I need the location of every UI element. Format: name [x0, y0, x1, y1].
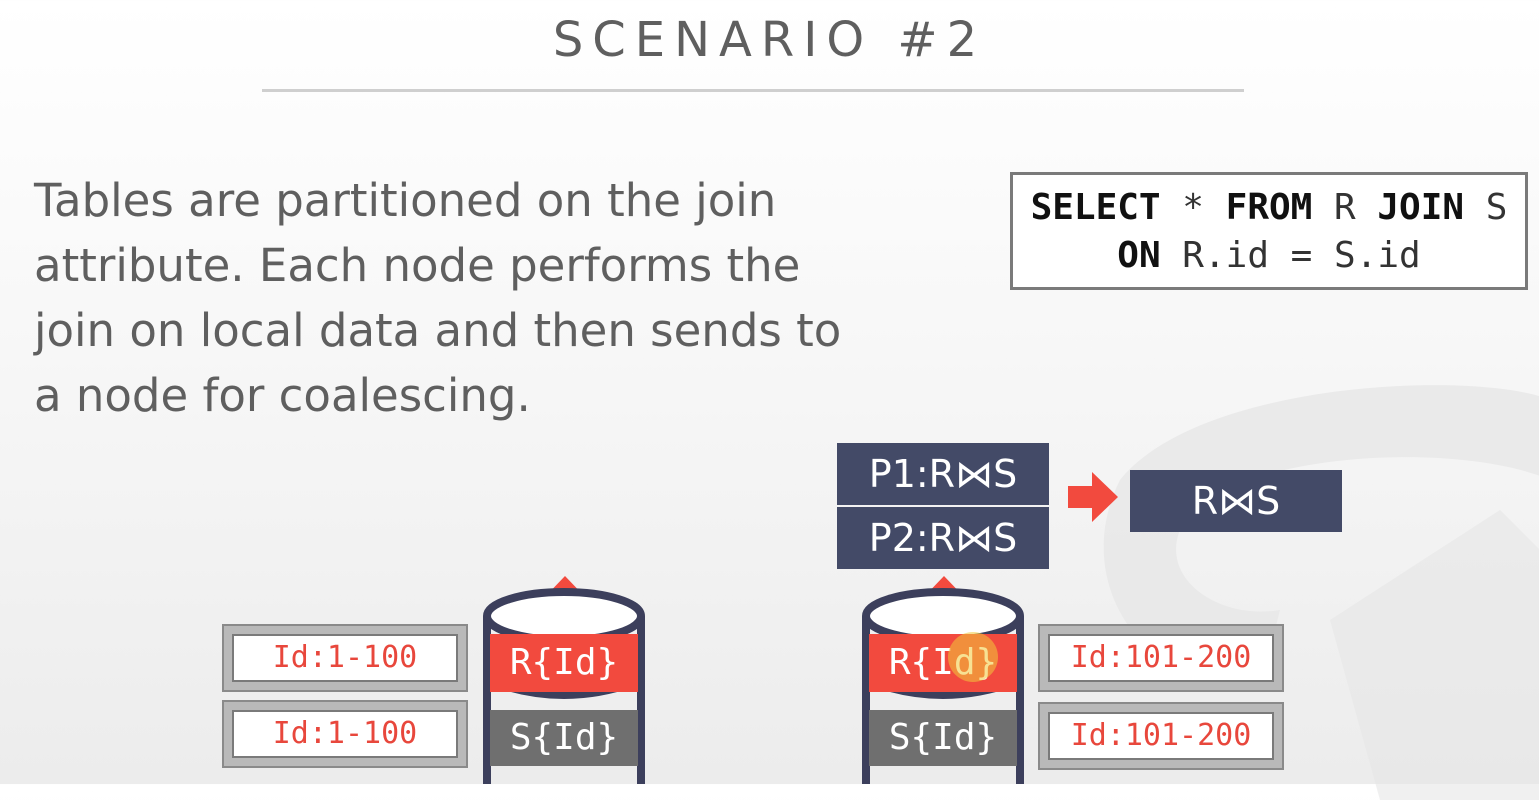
r-partition-label: R{Id} — [490, 634, 638, 692]
s-range-label: Id:101-200 — [1048, 712, 1274, 760]
background-watermark — [1103, 385, 1539, 800]
s-range-box: Id:101-200 — [1038, 702, 1284, 770]
description-text: Tables are partitioned on the join attri… — [34, 168, 854, 428]
r-range-label: Id:1-100 — [232, 634, 458, 682]
sql-token: R — [1312, 187, 1378, 228]
sql-keyword: ON — [1117, 235, 1161, 276]
r-range-box: Id:1-100 — [222, 624, 468, 692]
description-line: a node for coalescing. — [34, 369, 531, 422]
s-partition-label: S{Id} — [490, 710, 638, 766]
right-arrow-icon — [1068, 472, 1118, 522]
description-line: join on local data and then sends to — [34, 304, 842, 357]
sql-query-box: SELECT * FROM R JOIN S ON R.id = S.id — [1010, 172, 1528, 290]
s-range-label: Id:1-100 — [232, 710, 458, 758]
sql-keyword: JOIN — [1377, 187, 1465, 228]
s-range-box: Id:1-100 — [222, 700, 468, 768]
description-line: Tables are partitioned on the join — [34, 174, 777, 227]
sql-keyword: SELECT — [1030, 187, 1161, 228]
sql-token: * — [1160, 187, 1226, 228]
sql-keyword: FROM — [1225, 187, 1313, 228]
sql-token: R.id = S.id — [1160, 235, 1421, 276]
sql-line-2: ON R.id = S.id — [1013, 235, 1525, 276]
slide-title: SCENARIO #2 — [552, 12, 987, 68]
sql-token: S — [1464, 187, 1508, 228]
s-partition-label: S{Id} — [869, 710, 1017, 766]
sql-line-1: SELECT * FROM R JOIN S — [1013, 187, 1525, 228]
partial-result-p2: P2:R⋈S — [837, 507, 1049, 569]
cursor-highlight — [948, 632, 998, 682]
description-line: attribute. Each node performs the — [34, 239, 801, 292]
r-range-box: Id:101-200 — [1038, 624, 1284, 692]
final-result-box: R⋈S — [1130, 470, 1342, 532]
partial-result-p1: P1:R⋈S — [837, 443, 1049, 505]
title-divider — [262, 89, 1244, 92]
r-range-label: Id:101-200 — [1048, 634, 1274, 682]
